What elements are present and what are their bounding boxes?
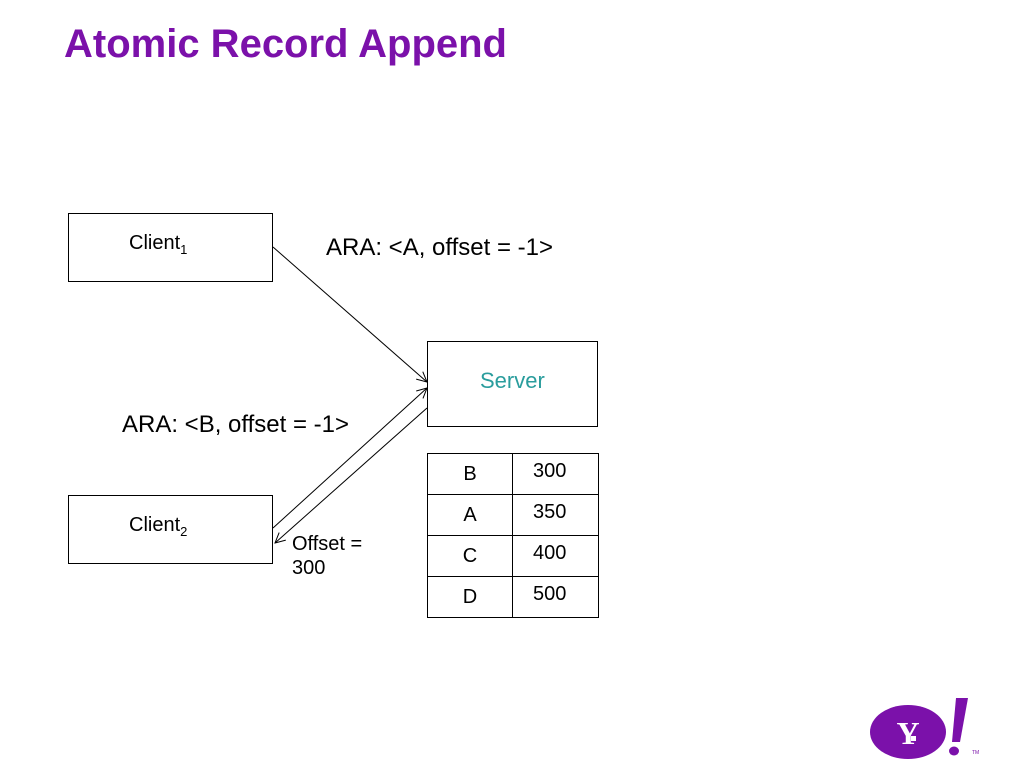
reply-offset-line1: Offset = — [292, 533, 363, 555]
reply-offset: Offset = 300 — [292, 532, 392, 580]
svg-text:Y: Y — [896, 715, 919, 751]
record-table: B 300 A 350 C 400 D 500 — [427, 453, 599, 618]
yahoo-logo: Y TM — [870, 698, 979, 759]
client2-label: Client2 — [129, 514, 188, 539]
slide-title: Atomic Record Append — [64, 22, 507, 66]
record-cell: A — [427, 494, 513, 536]
table-row: B 300 — [427, 453, 599, 495]
server-label: Server — [480, 368, 545, 393]
arrow-client2-to-server — [272, 388, 427, 529]
table-row: C 400 — [427, 535, 599, 577]
offset-cell: 500 — [512, 576, 599, 618]
reply-offset-line2: 300 — [292, 557, 326, 579]
offset-cell: 300 — [512, 453, 599, 495]
record-cell: D — [427, 576, 513, 618]
arrow-client1-to-server — [272, 246, 427, 382]
client1-box: Client1 — [68, 213, 273, 282]
client2-box: Client2 — [68, 495, 273, 564]
message-client2-ara: ARA: <B, offset = -1> — [122, 411, 350, 438]
table-row: A 350 — [427, 494, 599, 536]
server-box: Server — [427, 341, 598, 427]
client1-label: Client1 — [129, 232, 188, 257]
message-client1-ara: ARA: <A, offset = -1> — [326, 234, 554, 261]
record-cell: B — [427, 453, 513, 495]
arrow-server-to-client2 — [275, 407, 428, 543]
offset-cell: 400 — [512, 535, 599, 577]
table-row: D 500 — [427, 576, 599, 618]
svg-text:TM: TM — [972, 750, 979, 756]
offset-cell: 350 — [512, 494, 599, 536]
record-cell: C — [427, 535, 513, 577]
